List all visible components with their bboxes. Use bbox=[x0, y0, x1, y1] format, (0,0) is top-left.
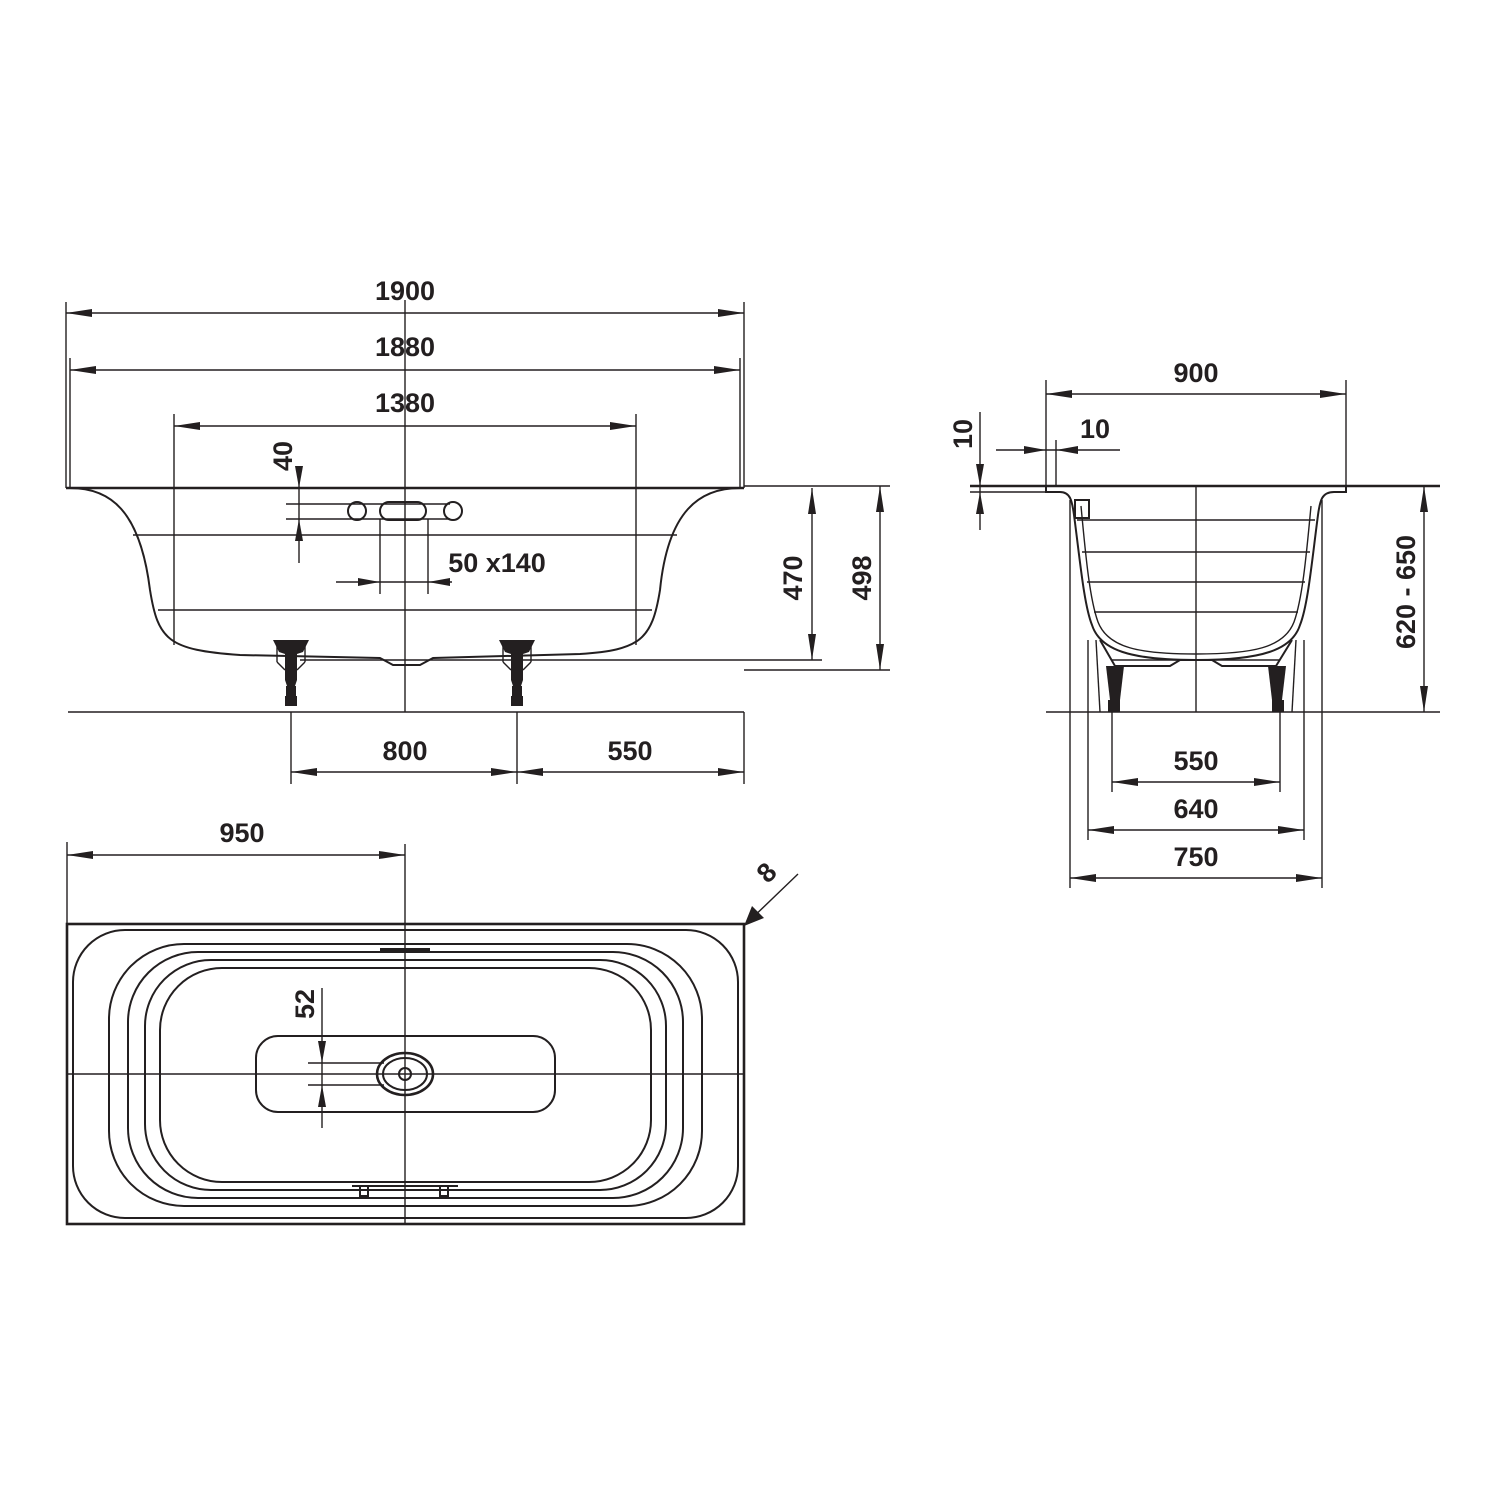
dim-feet-inner: 550 bbox=[1111, 712, 1281, 792]
dim-depth: 470 bbox=[778, 488, 816, 660]
dim-label: 800 bbox=[382, 736, 427, 766]
dim-inner-length: 1380 bbox=[173, 388, 637, 645]
dim-to-drain: 950 bbox=[66, 818, 405, 924]
dim-label: 50 x140 bbox=[448, 548, 546, 578]
end-view: 900 10 10 620 - 650 bbox=[948, 358, 1440, 888]
dim-label: 620 - 650 bbox=[1391, 535, 1421, 649]
dim-feet-outer: 640 bbox=[1087, 640, 1305, 840]
dim-drain-offset: 52 bbox=[290, 988, 384, 1128]
dim-label: 498 bbox=[847, 555, 877, 600]
dim-label: 8 bbox=[751, 857, 783, 889]
dim-label: 10 bbox=[1080, 414, 1110, 444]
dim-label: 1380 bbox=[375, 388, 435, 418]
drain-icon bbox=[375, 1051, 435, 1097]
dim-base-width: 750 bbox=[1069, 500, 1323, 888]
tub-side-outline bbox=[69, 487, 741, 666]
dim-feet-spacing: 800 550 bbox=[290, 712, 745, 784]
dim-overall-width: 900 bbox=[1045, 358, 1347, 486]
dim-label: 900 bbox=[1173, 358, 1218, 388]
dim-label: 1880 bbox=[375, 332, 435, 362]
dim-label: 470 bbox=[778, 555, 808, 600]
dim-install-height: 620 - 650 bbox=[1391, 486, 1428, 712]
dim-label: 10 bbox=[948, 419, 978, 449]
overflow-mark bbox=[380, 948, 430, 953]
tub-foot-icon bbox=[272, 639, 310, 707]
dim-label: 550 bbox=[1173, 746, 1218, 776]
overflow-fitting bbox=[1074, 499, 1090, 519]
dim-overflow-height: 40 bbox=[268, 441, 303, 563]
dim-overflow-hole: 50 x140 bbox=[336, 548, 546, 586]
plan-view: 950 52 8 bbox=[65, 818, 799, 1226]
dim-label: 40 bbox=[268, 441, 298, 471]
dim-label: 1900 bbox=[375, 276, 435, 306]
dim-rim-width: 10 bbox=[996, 414, 1120, 486]
dim-rim-length: 1880 bbox=[69, 332, 741, 488]
side-view: 1900 1880 1380 40 bbox=[65, 276, 890, 784]
tub-foot-icon bbox=[498, 639, 536, 707]
grip-handle bbox=[348, 1181, 462, 1197]
dim-height: 498 bbox=[847, 486, 884, 670]
dim-overall-length: 1900 bbox=[65, 276, 745, 488]
dim-rim-radius: 8 bbox=[744, 857, 799, 926]
dim-label: 750 bbox=[1173, 842, 1218, 872]
dim-label: 550 bbox=[607, 736, 652, 766]
dim-label: 950 bbox=[219, 818, 264, 848]
overflow-fitting bbox=[286, 501, 463, 594]
support-frame bbox=[1095, 639, 1297, 713]
dim-label: 52 bbox=[290, 989, 320, 1019]
dim-label: 640 bbox=[1173, 794, 1218, 824]
dim-rim-height: 10 bbox=[948, 412, 984, 530]
